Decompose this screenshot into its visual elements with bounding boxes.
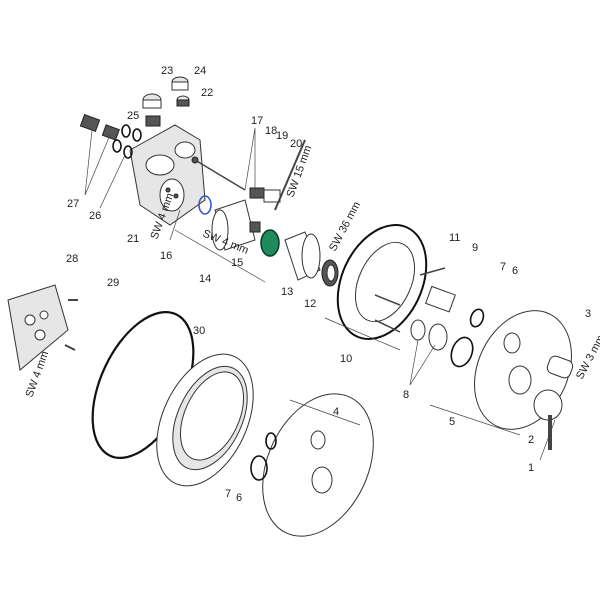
part-label-25: 25 xyxy=(127,110,139,122)
rosette xyxy=(262,393,374,537)
extension-ring xyxy=(156,353,254,487)
part-label-20: 20 xyxy=(290,138,302,150)
part-labels: 1 2 3 4 5 6 7 8 9 10 11 12 13 14 15 16 1… xyxy=(66,65,591,504)
part-label-18: 18 xyxy=(265,125,277,137)
cartridge xyxy=(198,195,280,257)
part-label-30: 30 xyxy=(193,325,205,337)
part-label-12: 12 xyxy=(304,298,316,310)
sleeve-and-nut xyxy=(284,231,339,287)
part-label-6b: 6 xyxy=(236,492,242,504)
part-label-1: 1 xyxy=(528,462,534,474)
part-label-21: 21 xyxy=(127,233,139,245)
part-label-14: 14 xyxy=(199,273,211,285)
caps xyxy=(142,76,190,127)
installation-template xyxy=(7,284,78,371)
part-label-15: 15 xyxy=(231,257,243,269)
part-label-28: 28 xyxy=(66,253,78,265)
part-label-16: 16 xyxy=(160,250,172,262)
part-label-3: 3 xyxy=(585,308,591,320)
part-label-11: 11 xyxy=(449,232,460,244)
part-label-23: 23 xyxy=(161,65,173,77)
part-label-29: 29 xyxy=(107,277,119,289)
part-label-2: 2 xyxy=(528,434,534,446)
part-label-27: 27 xyxy=(67,198,79,210)
part-label-26: 26 xyxy=(89,210,101,222)
part-label-7b: 7 xyxy=(225,488,231,500)
part-label-8: 8 xyxy=(403,389,409,401)
part-label-7: 7 xyxy=(500,261,506,273)
part-label-17: 17 xyxy=(251,115,263,127)
part-label-24: 24 xyxy=(194,65,206,77)
leader-lines xyxy=(84,127,556,461)
part-label-9: 9 xyxy=(472,242,478,254)
part-label-5: 5 xyxy=(449,416,455,428)
part-label-22: 22 xyxy=(201,87,213,99)
parts-18-19-20 xyxy=(249,139,306,211)
valve-body xyxy=(129,124,206,226)
mounting-plate xyxy=(336,224,446,340)
part-label-4: 4 xyxy=(333,406,339,418)
wrench-label-sw3: SW 3 mm xyxy=(574,333,600,381)
green-nut xyxy=(260,229,280,257)
part-label-10: 10 xyxy=(340,353,352,365)
part-label-19: 19 xyxy=(276,130,288,142)
part-label-13: 13 xyxy=(281,286,293,298)
wrench-label-sw15: SW 15 mm xyxy=(285,144,315,199)
check-valves xyxy=(79,113,142,159)
part-label-6: 6 xyxy=(512,265,518,277)
